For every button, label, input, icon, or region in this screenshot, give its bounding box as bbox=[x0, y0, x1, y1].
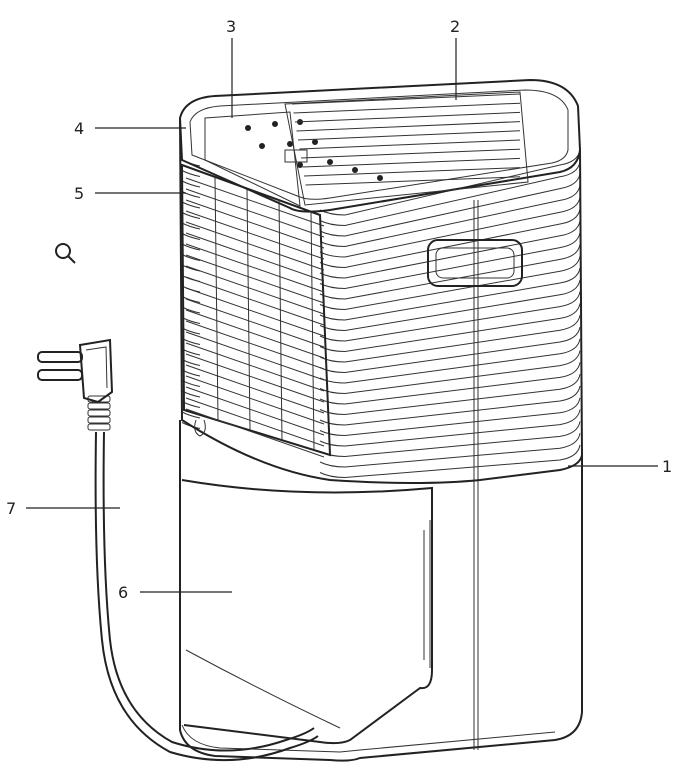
top-surface bbox=[178, 78, 582, 213]
leader-lines bbox=[26, 38, 658, 593]
magnifier-icon bbox=[55, 243, 76, 264]
air-inlet-grille bbox=[180, 163, 332, 458]
cord-hook bbox=[194, 419, 206, 437]
lower-housing bbox=[179, 200, 583, 762]
air-outlet bbox=[284, 91, 529, 206]
water-tank[interactable] bbox=[181, 479, 433, 745]
callout-5: 5 bbox=[74, 184, 84, 203]
callout-7: 7 bbox=[6, 499, 16, 518]
callout-6: 6 bbox=[118, 583, 128, 602]
carry-handle[interactable] bbox=[427, 239, 523, 287]
control-panel[interactable] bbox=[204, 111, 383, 207]
callout-4: 4 bbox=[74, 119, 84, 138]
callout-2: 2 bbox=[450, 17, 460, 36]
power-cord bbox=[37, 338, 319, 762]
callout-1: 1 bbox=[662, 457, 672, 476]
callout-3: 3 bbox=[226, 17, 236, 36]
